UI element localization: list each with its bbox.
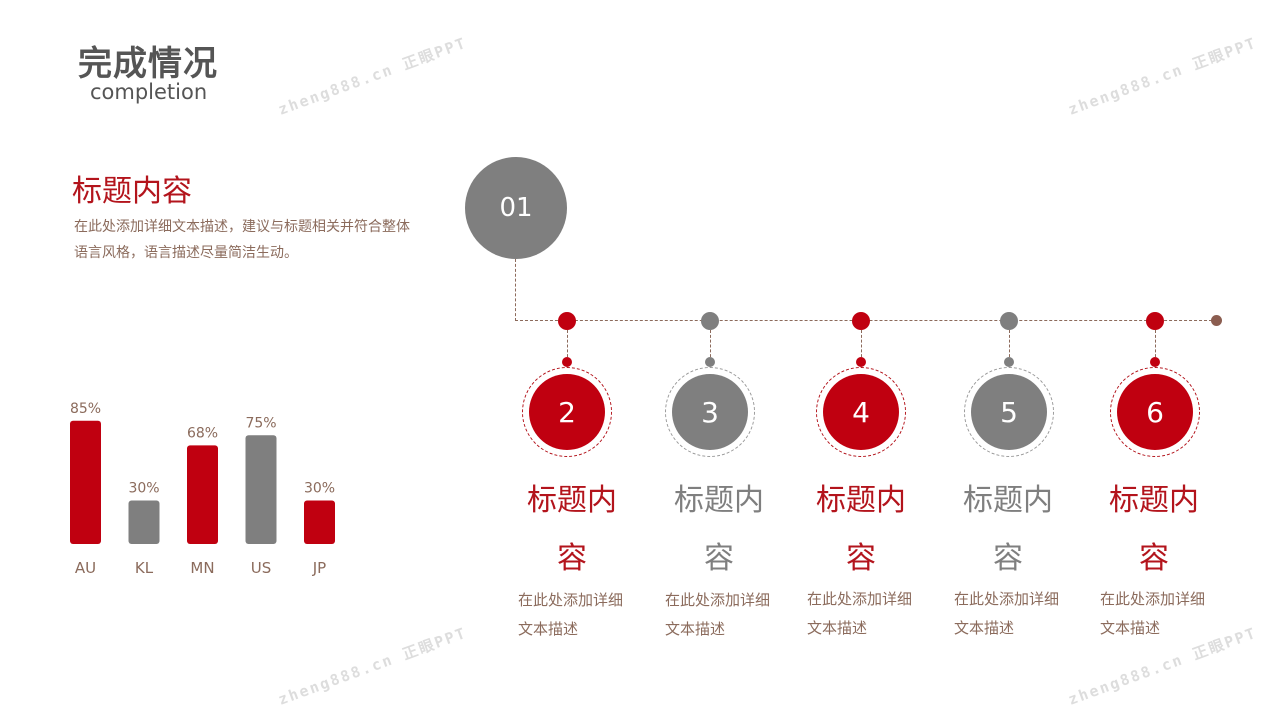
bar-value-label: 75% (245, 415, 276, 431)
section-description: 在此处添加详细文本描述，建议与标题相关并符合整体语言风格，语言描述尽量简洁生动。 (74, 219, 410, 261)
step-title: 标题内容 (1109, 483, 1199, 576)
step-number: 2 (529, 374, 605, 450)
timeline-dot (852, 312, 870, 330)
step-number: 3 (672, 374, 748, 450)
timeline-end-dot (1211, 315, 1222, 326)
step-number: 6 (1117, 374, 1193, 450)
page-title: 完成情况 (78, 44, 218, 84)
dashed-ring (964, 367, 1054, 457)
timeline-stem (567, 330, 568, 362)
timeline-small-dot (562, 357, 572, 367)
step-description: 在此处添加详细文本描述 (1100, 590, 1206, 637)
start-circle: 01 (465, 157, 567, 259)
timeline-dot (701, 312, 719, 330)
timeline-dot (1146, 312, 1164, 330)
step-title: 标题内容 (674, 483, 764, 576)
step-title: 标题内容 (816, 483, 906, 576)
bar-value-label: 30% (304, 481, 335, 497)
bar-jp (304, 500, 335, 544)
watermark: zheng888.cn 正眼PPT (275, 33, 470, 119)
timeline-connector-vertical (515, 259, 516, 321)
timeline-stem (861, 330, 862, 362)
bar-category-label: MN (190, 559, 214, 577)
bar-value-label: 30% (128, 481, 159, 497)
step-description: 在此处添加详细文本描述 (665, 591, 771, 638)
timeline-small-dot (705, 357, 715, 367)
bar-category-label: AU (75, 559, 96, 577)
bar-value-label: 68% (187, 425, 218, 441)
timeline-stem (1009, 330, 1010, 362)
bar-value-label: 85% (70, 401, 101, 417)
watermark: zheng888.cn 正眼PPT (275, 623, 470, 709)
bar-kl (128, 500, 160, 544)
dashed-ring (1110, 367, 1200, 457)
step-description: 在此处添加详细文本描述 (954, 590, 1060, 637)
watermark: zheng888.cn 正眼PPT (1065, 33, 1260, 119)
timeline-dot (1000, 312, 1018, 330)
timeline-stem (710, 330, 711, 362)
timeline-small-dot (856, 357, 866, 367)
bar-au (70, 420, 101, 544)
step-description: 在此处添加详细文本描述 (807, 590, 913, 637)
bar-mn (187, 445, 218, 544)
step-number: 4 (823, 374, 899, 450)
timeline-dot (558, 312, 576, 330)
dashed-ring (522, 367, 612, 457)
timeline-small-dot (1004, 357, 1014, 367)
dashed-ring (816, 367, 906, 457)
step-description: 在此处添加详细文本描述 (518, 591, 624, 638)
bar-us (245, 435, 277, 544)
bar-chart: 85% AU 30% KL 68% MN 75% US 30% JP (70, 401, 335, 577)
bar-category-label: US (251, 559, 272, 577)
page-subtitle: completion (90, 80, 208, 104)
dashed-ring (665, 367, 755, 457)
timeline-stem (1155, 330, 1156, 362)
step-title: 标题内容 (527, 483, 617, 576)
step-title: 标题内容 (963, 483, 1053, 576)
section-title: 标题内容 (72, 174, 192, 209)
bar-category-label: JP (312, 559, 326, 577)
step-number: 5 (971, 374, 1047, 450)
bar-category-label: KL (135, 559, 154, 577)
timeline-small-dot (1150, 357, 1160, 367)
